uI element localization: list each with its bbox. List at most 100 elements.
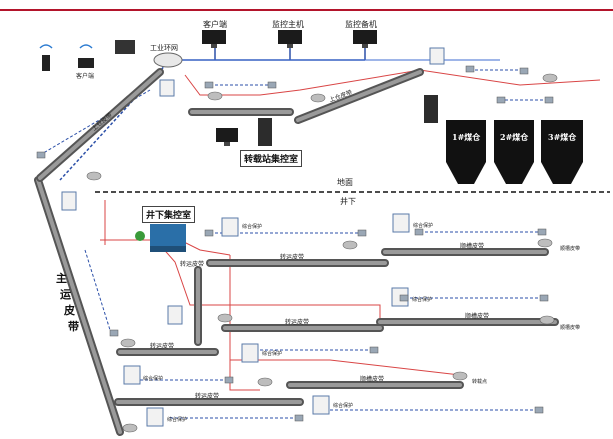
control-box (167, 305, 183, 325)
host-main-monitor-icon (278, 30, 302, 48)
motor-icon (217, 313, 233, 323)
control-box (221, 217, 239, 237)
transfer-belt-1-label: 转运皮带 (280, 253, 304, 261)
ground-cabinet-icon (424, 95, 438, 123)
underground-console-icon (150, 224, 186, 246)
transfer-room-monitor-icon (216, 128, 238, 146)
router-icon (115, 40, 135, 54)
sensor-icon (414, 228, 424, 236)
motor-icon (542, 73, 558, 83)
protect-label: 综合保护 (333, 402, 353, 409)
bunker-2-label: 2#煤仓 (500, 132, 529, 142)
laptop-icon (78, 58, 94, 68)
sensor-icon (534, 406, 544, 414)
bunker-3-shape (541, 120, 583, 184)
underground-label: 井下 (340, 196, 356, 206)
roadway-small-label: 顺槽皮带 (560, 245, 580, 252)
motor-icon (207, 91, 223, 101)
main-belt (34, 176, 124, 436)
motor-icon (310, 93, 326, 103)
control-box (429, 47, 445, 65)
transfer-control-room-label: 转载站集控室 (240, 150, 303, 167)
sensor-icon (267, 81, 277, 89)
control-box (123, 365, 141, 385)
upper-belt-label: 上仓皮带 (90, 111, 114, 133)
control-box (392, 213, 410, 233)
control-box (312, 395, 330, 415)
sensor-icon (544, 96, 554, 104)
transfer-belt-2-label: 转运皮带 (285, 318, 309, 326)
bunker-3-label: 3#煤仓 (548, 132, 577, 142)
sensor-icon (537, 228, 547, 236)
belt-shapes (114, 68, 559, 406)
client-label: 客户端 (76, 72, 94, 80)
protect-label: 综合保护 (167, 416, 187, 423)
transfer-belt-5-label: 转运皮带 (195, 392, 219, 400)
motor-icon (120, 338, 136, 348)
sensor-icon (519, 67, 529, 75)
client-top-monitor-icon (202, 30, 226, 48)
transfer-belt-4-label: 转运皮带 (180, 260, 204, 268)
sensor-icon (357, 229, 367, 237)
sensor-icon (204, 229, 214, 237)
computer-icons (39, 30, 438, 252)
motor-icon (342, 240, 358, 250)
coal-bunkers (446, 120, 583, 184)
sensor-icon (204, 81, 214, 89)
ring-switch-icon (153, 52, 183, 68)
host-main-label: 监控主机 (272, 19, 304, 29)
main-belt-char-4: 带 (68, 319, 79, 333)
wifi-icon (79, 44, 93, 49)
control-box (61, 191, 77, 211)
transfer-point-label: 转载点 (472, 378, 487, 385)
client-top-label: 客户端 (203, 19, 227, 29)
main-belt-char-1: 主 (56, 271, 67, 285)
sensor-icon (539, 294, 549, 302)
roadway-belt-1-label: 顺槽皮带 (460, 242, 484, 250)
control-box (159, 79, 175, 97)
bunker-2-shape (494, 120, 534, 184)
control-box (241, 343, 259, 363)
motor-icon (452, 371, 468, 381)
sensor-icon (399, 294, 409, 302)
transfer-belt-3-label: 转运皮带 (150, 342, 174, 350)
sensor-icon (36, 151, 46, 159)
protect-label: 综合保护 (262, 350, 282, 357)
motor-icon (86, 171, 102, 181)
sensor-icon (224, 376, 234, 384)
host-backup-label: 监控备机 (345, 19, 377, 29)
sensor-icon (496, 96, 506, 104)
plant-icon (135, 231, 145, 241)
protect-label: 综合保护 (143, 375, 163, 382)
bunker-1-label: 1#煤仓 (452, 132, 481, 142)
upper-belt-shape (36, 68, 164, 182)
host-backup-monitor-icon (353, 30, 377, 48)
wifi-icon (39, 44, 53, 49)
bunker-1-shape (446, 120, 486, 184)
control-box (146, 407, 164, 427)
drive-motors (86, 73, 558, 433)
main-belt-char-2: 运 (60, 288, 71, 301)
sensor-icon (294, 414, 304, 422)
sensor-nodes (36, 65, 554, 422)
main-belt-char-3: 皮 (63, 303, 75, 317)
motor-icon (122, 423, 138, 433)
protect-label: 综合保护 (412, 296, 432, 303)
motor-icon (537, 238, 553, 248)
ring-network-label: 工业环网 (150, 43, 178, 52)
roadway-small-label: 顺槽皮带 (560, 324, 580, 331)
phone-icon (42, 55, 50, 71)
motor-icon (539, 315, 555, 325)
motor-icon (257, 377, 273, 387)
ground-label: 地面 (337, 177, 353, 187)
protect-label: 综合保护 (413, 222, 433, 229)
roadway-belt-3-label: 顺槽皮带 (360, 375, 384, 383)
sensor-icon (465, 65, 475, 73)
sensor-icon (369, 346, 379, 354)
transfer-room-cabinet-icon (258, 118, 272, 146)
roadway-belt-2-label: 顺槽皮带 (465, 312, 489, 320)
protect-label: 综合保护 (242, 223, 262, 230)
underground-control-room-label: 井下集控室 (142, 206, 196, 223)
sensor-icon (109, 329, 119, 337)
